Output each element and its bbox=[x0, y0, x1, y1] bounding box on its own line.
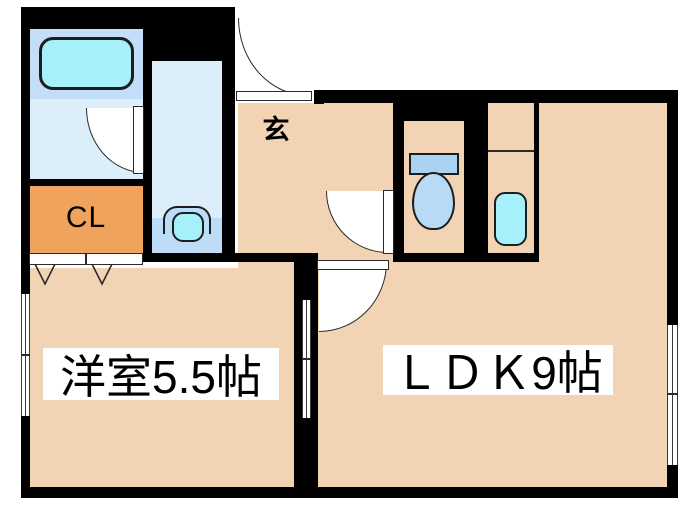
washbasin-icon bbox=[172, 212, 204, 242]
bathtub-icon bbox=[39, 37, 134, 90]
wall-toilet-top bbox=[393, 103, 475, 121]
closet-label: CL bbox=[65, 201, 107, 234]
wall-outer-right bbox=[667, 90, 678, 496]
wall-top-right bbox=[314, 90, 678, 103]
closet-door-left[interactable] bbox=[29, 253, 86, 265]
bedroom-west-window[interactable] bbox=[21, 294, 30, 416]
wall-outer-left bbox=[21, 7, 30, 496]
wall-toilet-bottom bbox=[393, 253, 475, 262]
closet-door-right[interactable] bbox=[86, 253, 143, 265]
wall-outer-bottom bbox=[21, 487, 678, 498]
wall-corridor-bottom bbox=[143, 253, 235, 262]
wall-bath-corridor bbox=[143, 7, 152, 261]
wall-kitchen-left bbox=[475, 103, 488, 261]
kitchen-sink-icon bbox=[494, 192, 527, 246]
closet-fold-marks bbox=[34, 264, 113, 286]
western-room-label: 洋室5.5帖 bbox=[43, 348, 279, 403]
entrance-door-arc bbox=[238, 18, 308, 96]
wall-vanity-left-stub bbox=[143, 210, 152, 261]
kitchen-unit-divider bbox=[488, 150, 534, 152]
wall-toilet-left bbox=[393, 103, 404, 261]
wall-bedroom-top-right bbox=[235, 253, 318, 262]
ldk-east-window[interactable] bbox=[667, 325, 678, 465]
entrance-door-panel[interactable] bbox=[236, 91, 312, 101]
toilet-bowl-icon bbox=[412, 172, 455, 230]
ldk-door-panel[interactable] bbox=[317, 260, 389, 270]
wall-toilet-right bbox=[464, 103, 475, 261]
bedroom-east-window[interactable] bbox=[302, 300, 311, 418]
wall-kitchen-right bbox=[534, 103, 539, 261]
wall-washroom-closet bbox=[29, 179, 143, 186]
wall-entry-hall-left bbox=[222, 55, 235, 261]
wall-hall-toilet-stub bbox=[314, 90, 324, 104]
bathroom-door-panel[interactable] bbox=[133, 106, 144, 174]
toilet-door-panel[interactable] bbox=[383, 190, 394, 254]
ldk-label: ＬＤＫ9帖 bbox=[383, 345, 613, 399]
wall-corridor-top-block bbox=[152, 7, 235, 61]
closet-floor bbox=[29, 185, 143, 253]
wall-kitchen-bottom bbox=[475, 253, 539, 262]
genkan-label: 玄 bbox=[262, 114, 290, 145]
